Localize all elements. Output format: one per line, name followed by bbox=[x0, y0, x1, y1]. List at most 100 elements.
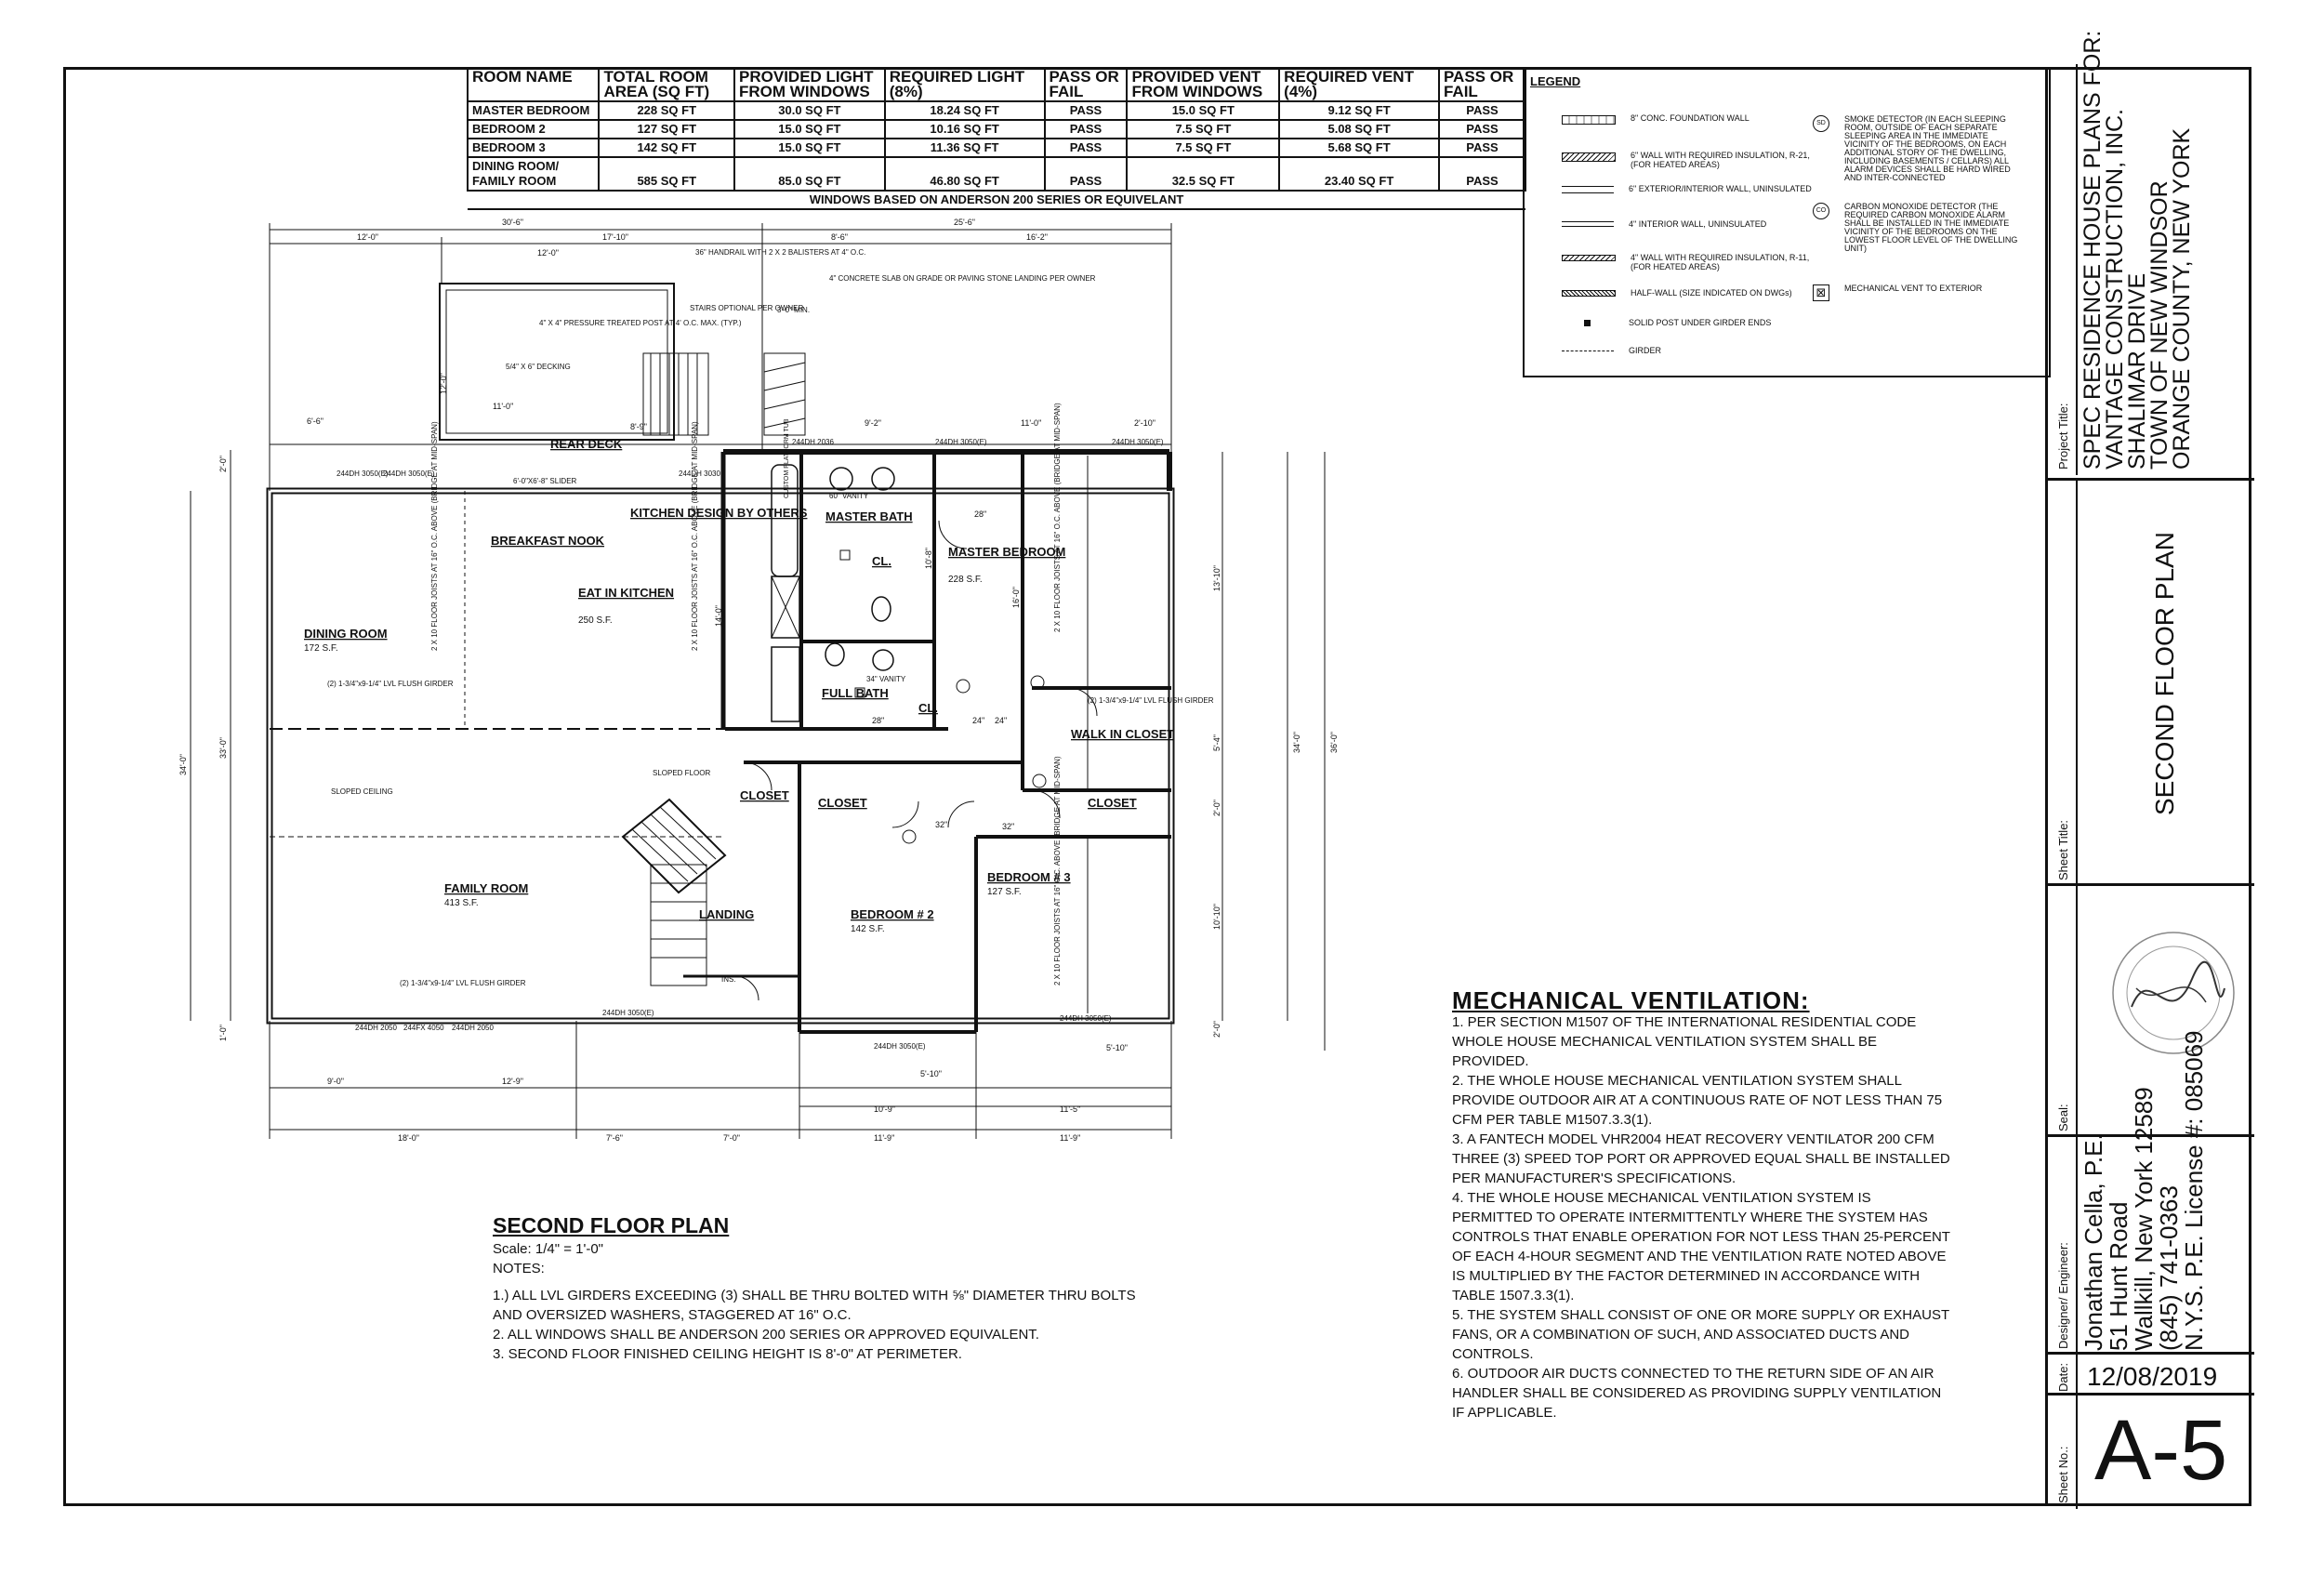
dim-text: 17'-10" bbox=[602, 232, 628, 242]
schedule-header: TOTAL ROOM AREA (SQ FT) bbox=[598, 67, 736, 102]
designer-line: Wallkill, New York 12589 bbox=[2130, 1087, 2158, 1351]
room-label-cl: CL. bbox=[918, 701, 938, 715]
window-tag: 244DH 3050(E) bbox=[874, 1042, 926, 1051]
date-value: 12/08/2019 bbox=[2087, 1362, 2218, 1391]
table-row: MASTER BEDROOM 228 SQ FT 30.0 SQ FT 18.2… bbox=[466, 100, 1527, 121]
room-label-cl: CL. bbox=[872, 554, 891, 568]
dim-text: 16'-2" bbox=[1026, 232, 1048, 242]
vent-icon bbox=[839, 549, 851, 561]
sheet-title-section: Sheet Title: SECOND FLOOR PLAN bbox=[2048, 478, 2254, 886]
room-label-kitchen-design: KITCHEN DESIGN BY OTHERS bbox=[630, 506, 808, 520]
dim-text: 2'-0" bbox=[218, 456, 228, 472]
floor-plan-drawing: BREAKFAST NOOK KITCHEN DESIGN BY OTHERS … bbox=[178, 218, 1339, 1143]
legend-item: GIRDER bbox=[1562, 346, 1815, 355]
decking-note: 5/4" X 6" DECKING bbox=[506, 363, 571, 371]
girder-note: (2) 1-3/4"x9-1/4" LVL FLUSH GIRDER bbox=[327, 680, 454, 688]
schedule-cell: 7.5 SQ FT bbox=[1126, 119, 1281, 139]
legend-item: 6" WALL WITH REQUIRED INSULATION, R-21, … bbox=[1562, 151, 1816, 169]
seal-label: Seal: bbox=[2056, 1104, 2070, 1131]
seal-section: Seal: bbox=[2048, 883, 2254, 1137]
ins-note: INS. bbox=[721, 975, 736, 984]
mechanical-ventilation-notes: MECHANICAL VENTILATION: 1. PER SECTION M… bbox=[1452, 988, 1954, 1422]
dim-text: 33'-0" bbox=[218, 737, 228, 759]
room-area: 172 S.F. bbox=[304, 643, 338, 654]
wall-symbol bbox=[1562, 186, 1614, 193]
plan-title: SECOND FLOOR PLAN bbox=[493, 1213, 730, 1237]
schedule-header-row: ROOM NAME TOTAL ROOM AREA (SQ FT) PROVID… bbox=[466, 67, 1527, 102]
dim-text: 36'-0" bbox=[1329, 732, 1339, 753]
dim-text: 34'-0" bbox=[178, 754, 188, 775]
schedule-cell: 46.80 SQ FT bbox=[883, 156, 1046, 192]
dim-text: 34'-0" bbox=[1292, 732, 1301, 753]
dim-text: 10'-8" bbox=[924, 548, 933, 569]
schedule-cell: PASS bbox=[1437, 156, 1527, 192]
interior-wall-symbol bbox=[1562, 221, 1614, 227]
schedule-header: ROOM NAME bbox=[466, 67, 601, 102]
smoke-detector-icon bbox=[1030, 675, 1045, 690]
window-tag: 244DH 2050 bbox=[355, 1024, 397, 1032]
vanity-label: 34" VANITY bbox=[866, 675, 906, 683]
vent-icon bbox=[854, 687, 865, 698]
schedule-cell: 7.5 SQ FT bbox=[1126, 138, 1281, 158]
dim-text: 11'-0" bbox=[493, 402, 513, 411]
dim-text: 28" bbox=[872, 716, 884, 725]
legend-item: 4" WALL WITH REQUIRED INSULATION, R-11, … bbox=[1562, 253, 1816, 271]
legend-text: 8" CONC. FOUNDATION WALL bbox=[1631, 113, 1750, 123]
toilet bbox=[871, 596, 891, 622]
project-title-label: Project Title: bbox=[2056, 403, 2070, 470]
sheet-number-label: Sheet No.: bbox=[2056, 1446, 2070, 1503]
dim-text: 14'-0" bbox=[714, 605, 723, 627]
schedule-header: PROVIDED LIGHT FROM WINDOWS bbox=[733, 67, 886, 102]
post-note: 4" X 4" PRESSURE TREATED POST AT 4' O.C.… bbox=[539, 319, 742, 327]
room-label-master-bed: MASTER BEDROOM bbox=[948, 545, 1065, 559]
sink bbox=[872, 649, 894, 671]
dim-text: 12'-0" bbox=[537, 248, 559, 258]
dim-text: 2'-0" bbox=[1212, 1021, 1221, 1038]
plan-notes: SECOND FLOOR PLAN Scale: 1/4" = 1'-0" NO… bbox=[493, 1213, 1143, 1364]
project-line: SPEC RESIDENCE HOUSE PLANS FOR: bbox=[2080, 30, 2106, 470]
schedule-cell: 142 SQ FT bbox=[598, 138, 736, 158]
stair-run-upper bbox=[621, 798, 727, 894]
room-label-family: FAMILY ROOM bbox=[444, 881, 528, 895]
legend-item: 6" EXTERIOR/INTERIOR WALL, UNINSULATED bbox=[1562, 184, 1815, 193]
sloped-ceiling-label: SLOPED CEILING bbox=[331, 787, 393, 796]
schedule-cell: PASS bbox=[1043, 119, 1129, 139]
room-label-closet: CLOSET bbox=[740, 788, 789, 802]
designer-text: Jonathan Cella, P.E. 51 Hunt Road Wallki… bbox=[2080, 1030, 2208, 1351]
notes-label: NOTES: bbox=[493, 1261, 545, 1276]
dim-text: 32" bbox=[935, 820, 947, 829]
dim-text: 30'-6" bbox=[502, 218, 523, 227]
schedule-cell: PASS bbox=[1043, 100, 1129, 121]
room-area: 142 S.F. bbox=[851, 924, 885, 934]
table-row: BEDROOM 2 127 SQ FT 15.0 SQ FT 10.16 SQ … bbox=[466, 119, 1527, 139]
schedule-header: REQUIRED LIGHT (8%) bbox=[883, 67, 1046, 102]
schedule-cell: PASS bbox=[1043, 156, 1129, 192]
note-item: 1.) ALL LVL GIRDERS EXCEEDING (3) SHALL … bbox=[493, 1288, 1136, 1323]
dim-text: 5'-4" bbox=[1212, 734, 1221, 751]
legend-text: GIRDER bbox=[1629, 346, 1662, 355]
mechanical-item: 1. PER SECTION M1507 OF THE INTERNATIONA… bbox=[1452, 1014, 1917, 1069]
legend-text: 6" WALL WITH REQUIRED INSULATION, R-21, … bbox=[1631, 151, 1810, 169]
window-tag: 244DH 2050 bbox=[452, 1024, 494, 1032]
sheet-title-label: Sheet Title: bbox=[2056, 819, 2070, 880]
legend-text: CARBON MONOXIDE DETECTOR (THE REQUIRED C… bbox=[1844, 202, 2018, 253]
dim-text: 28" bbox=[974, 509, 986, 519]
room-label-rear-deck: REAR DECK bbox=[550, 437, 623, 451]
room-label-eat-in: EAT IN KITCHEN bbox=[578, 586, 674, 600]
project-line: ORANGE COUNTY, NEW YORK bbox=[2169, 127, 2195, 470]
exterior-wall-inner bbox=[268, 489, 1173, 1023]
legend-item: SD SMOKE DETECTOR (IN EACH SLEEPING ROOM… bbox=[1813, 115, 2021, 182]
joist-note: 2 X 10 FLOOR JOISTS AT 16" O.C. ABOVE (B… bbox=[691, 421, 699, 651]
room-label-master-bath: MASTER BATH bbox=[825, 509, 913, 523]
engineer-seal bbox=[2112, 932, 2235, 1054]
dim-text: 9'-0" bbox=[327, 1077, 344, 1086]
vanity-label: 60" VANITY bbox=[829, 492, 869, 500]
foundation-wall-symbol bbox=[1562, 115, 1616, 125]
label-column: Project Title: bbox=[2048, 64, 2078, 475]
room-label-walk-in: WALK IN CLOSET bbox=[1071, 727, 1174, 741]
dim-text: 13'-10" bbox=[1212, 565, 1221, 591]
note-item: 3. SECOND FLOOR FINISHED CEILING HEIGHT … bbox=[493, 1346, 962, 1362]
dim-text: 24" bbox=[972, 716, 984, 725]
schedule-cell: BEDROOM 3 bbox=[466, 138, 601, 158]
room-area: 413 S.F. bbox=[444, 898, 479, 908]
